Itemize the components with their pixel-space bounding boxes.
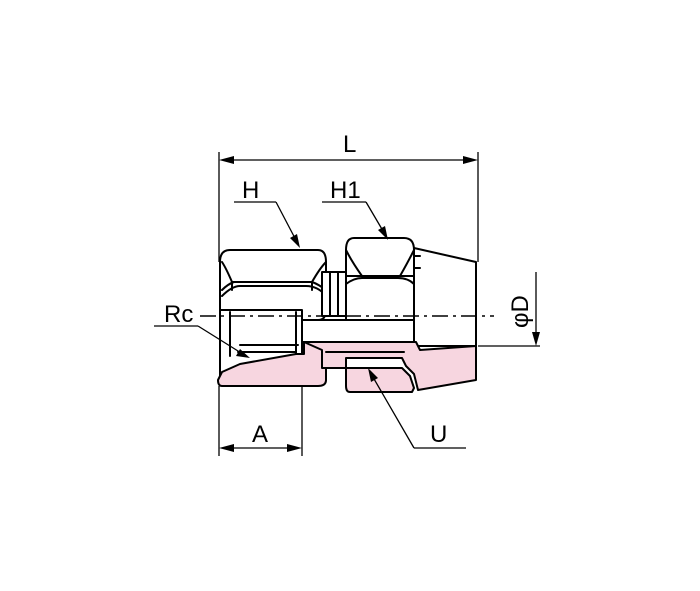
label-phiD: φD <box>507 295 534 328</box>
label-H1: H1 <box>330 177 361 204</box>
dimension-phiD: φD <box>478 272 540 347</box>
leader-U: U <box>368 368 466 449</box>
left-body <box>217 309 327 387</box>
leader-H: H <box>234 177 300 248</box>
label-H: H <box>242 177 259 204</box>
section-right <box>303 341 477 393</box>
label-U: U <box>430 421 447 448</box>
dimension-A: A <box>218 386 303 456</box>
leader-Rc: Rc <box>154 301 250 358</box>
connector-neck <box>301 271 417 343</box>
dimension-L: L <box>218 131 479 262</box>
label-Rc: Rc <box>164 301 193 328</box>
leader-H1: H1 <box>322 177 388 240</box>
sleeve-cone <box>413 247 477 347</box>
label-A: A <box>252 421 268 448</box>
label-L: L <box>343 131 356 158</box>
hex-nut-right <box>345 237 415 321</box>
